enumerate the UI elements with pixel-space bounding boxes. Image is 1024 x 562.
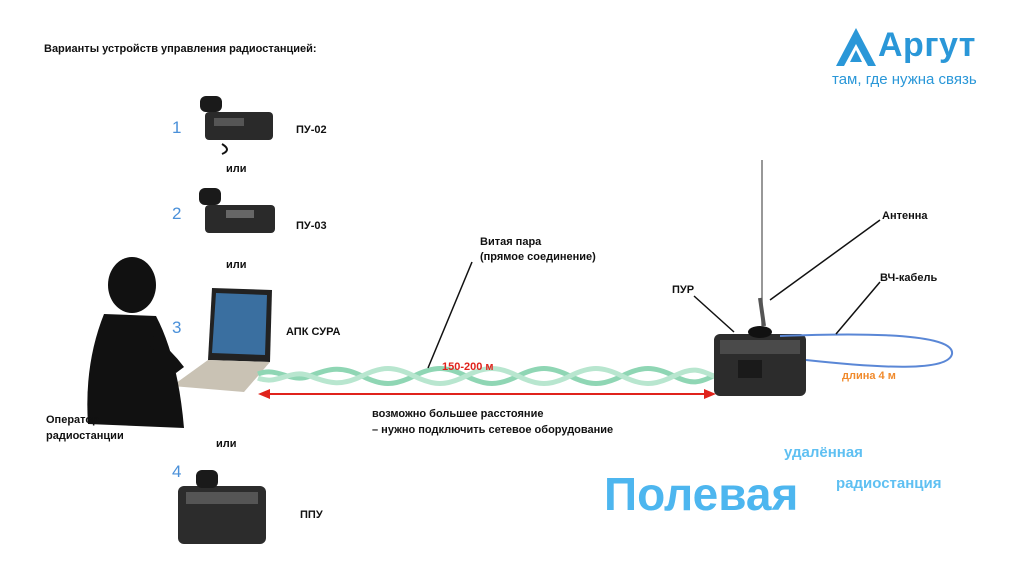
cable-pointer-line [427, 261, 473, 369]
device-number-3: 3 [172, 318, 182, 337]
rf-cable [779, 333, 953, 368]
rf-cable-pointer-line [835, 281, 881, 335]
rf-cable-label: ВЧ-кабель [880, 272, 938, 284]
field-subtitle-1: удалённая [784, 444, 863, 461]
device-label-3: АПК СУРА [286, 326, 341, 338]
logo-name: Аргут [878, 26, 976, 64]
device-label-2: ПУ-03 [296, 220, 327, 232]
operator-icon [87, 257, 184, 428]
antenna-pointer-line [769, 219, 881, 301]
pu02-device-icon [200, 96, 273, 155]
device-label-1: ПУ-02 [296, 124, 327, 136]
field-station-icon [714, 326, 806, 396]
laptop-device-icon [172, 288, 272, 392]
twisted-pair-cable [257, 366, 720, 386]
cable-label-line1: Витая пара [480, 236, 542, 248]
distance-arrow [258, 389, 716, 399]
operator-label-line1: Оператор [46, 414, 99, 426]
pu03-device-icon [199, 188, 275, 233]
field-subtitle-2: радиостанция [836, 475, 942, 492]
argut-logo-icon [836, 28, 876, 66]
device-number-4: 4 [172, 462, 182, 481]
rf-cable-length: длина 4 м [842, 370, 896, 382]
device-number-1: 1 [172, 118, 182, 137]
operator-label-line2: радиостанции [46, 430, 124, 442]
cable-label-line2: (прямое соединение) [480, 251, 596, 263]
pur-label: ПУР [672, 284, 695, 296]
note-line1: возможно большее расстояние [372, 408, 544, 420]
device-label-4: ППУ [300, 509, 323, 521]
device-number-2: 2 [172, 204, 182, 223]
ppu-device-icon [178, 470, 266, 544]
distance-label: 150-200 м [442, 361, 494, 373]
or-label-3: или [216, 438, 237, 450]
or-label-2: или [226, 259, 247, 271]
logo-slogan: там, где нужна связь [832, 71, 977, 88]
antenna-label: Антенна [882, 210, 928, 222]
diagram-title: Варианты устройств управления радиостанц… [44, 43, 317, 55]
pur-pointer-line [693, 295, 735, 333]
field-title: Полевая [604, 468, 799, 520]
or-label-1: или [226, 163, 247, 175]
note-line2: – нужно подключить сетевое оборудование [372, 424, 614, 436]
